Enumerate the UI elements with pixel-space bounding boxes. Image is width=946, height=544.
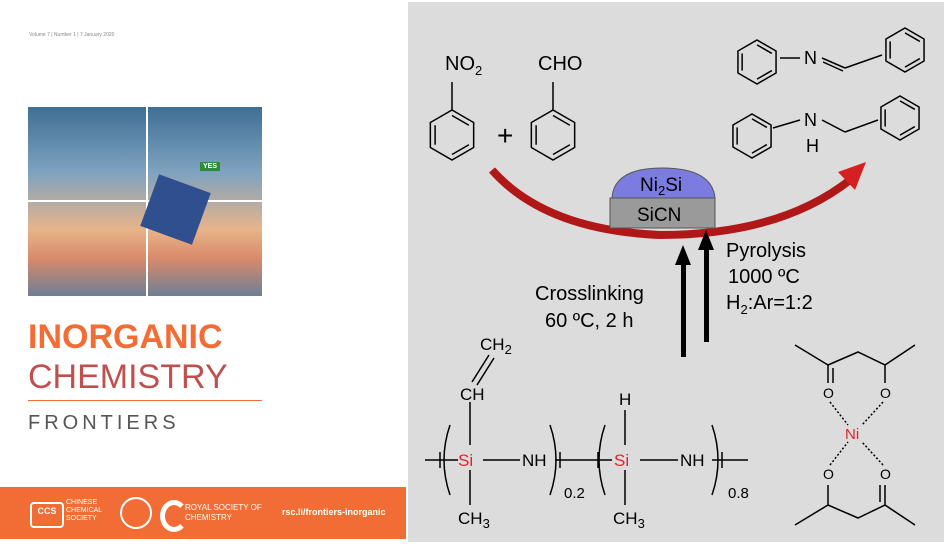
double-bond [756, 44, 773, 55]
title-line1: INORGANIC [28, 318, 223, 356]
oxygen-atom: O [823, 466, 834, 482]
double-bond [899, 100, 916, 111]
methyl-1: CH3 [458, 509, 490, 531]
fraction-1: 0.2 [564, 485, 585, 502]
oxygen-atom: O [823, 385, 834, 401]
benzene-ring [429, 109, 475, 161]
bonds [425, 54, 916, 526]
double-bond [899, 125, 916, 136]
nitro-label: NO2 [445, 53, 482, 78]
up-arrows [675, 230, 714, 357]
double-bond [904, 57, 921, 68]
double-bond [451, 114, 470, 126]
plus-sign: + [497, 120, 513, 151]
nh-1: NH [522, 451, 547, 470]
cover-artwork: YES [28, 107, 262, 296]
rsc-name: ROYAL SOCIETY OF CHEMISTRY [185, 503, 262, 522]
methyl-2: CH3 [613, 509, 645, 531]
double-bond [552, 114, 571, 126]
issue-info: Volume 7 | Number 1 | 7 January 2020 [29, 32, 115, 38]
gas-ratio: H2:Ar=1:2 [726, 292, 813, 317]
double-bond [751, 118, 768, 129]
vinyl-ch: CH [460, 385, 485, 404]
si-atom-2: Si [614, 451, 629, 470]
crosslinking-conditions: 60 ºC, 2 h [545, 310, 633, 332]
si-h: H [619, 390, 631, 409]
title-line3: FRONTIERS [28, 412, 180, 434]
double-bond [904, 32, 921, 43]
pyrolysis-temp: 1000 ºC [728, 266, 800, 288]
ccs-name: CHINESE CHEMICAL SOCIETY [66, 499, 102, 522]
nh-2: NH [680, 451, 705, 470]
journal-cover: Volume 7 | Number 1 | 7 January 2020 YES… [0, 0, 406, 544]
imine-n: N [804, 48, 817, 68]
vinyl-ch2: CH2 [480, 335, 512, 357]
benzene-ring [737, 39, 777, 85]
ni2si-label: Ni2Si [640, 175, 682, 198]
oxygen-atom: O [880, 385, 891, 401]
benzene-ring [530, 109, 576, 161]
title-line2: CHEMISTRY [28, 358, 228, 396]
sicn-support [609, 197, 716, 229]
oxygen-atom: O [880, 466, 891, 482]
divider [28, 200, 262, 202]
crosslinking-label: Crosslinking [535, 283, 644, 305]
fraction-2: 0.8 [728, 485, 749, 502]
graphical-abstract [408, 2, 944, 542]
journal-url: rsc.li/frontiers-inorganic [282, 507, 386, 517]
ccs-logo: CCS [30, 502, 64, 528]
rsc-logo-icon [160, 500, 188, 532]
university-seal-icon [120, 497, 152, 529]
divider [28, 400, 262, 401]
benzene-ring [885, 27, 925, 73]
si-atom-1: Si [458, 451, 473, 470]
double-bond [451, 144, 470, 156]
sicn-label: SiCN [637, 205, 681, 226]
badge: YES [200, 162, 221, 171]
double-bond [552, 144, 571, 156]
ni2si-dome [611, 167, 716, 199]
publisher-band: CCS CHINESE CHEMICAL SOCIETY ROYAL SOCIE… [0, 487, 406, 539]
reaction-arrow [489, 167, 853, 240]
double-bond [756, 69, 773, 80]
benzene-ring [880, 95, 920, 141]
pyrolysis-label: Pyrolysis [726, 240, 806, 262]
arrowhead-icon [838, 162, 866, 190]
nickel-atom: Ni [845, 426, 859, 443]
amine-n: N [804, 110, 817, 130]
double-bond [751, 143, 768, 154]
amine-h: H [806, 136, 819, 156]
benzene-ring [732, 113, 772, 159]
aldehyde-label: CHO [538, 53, 582, 75]
